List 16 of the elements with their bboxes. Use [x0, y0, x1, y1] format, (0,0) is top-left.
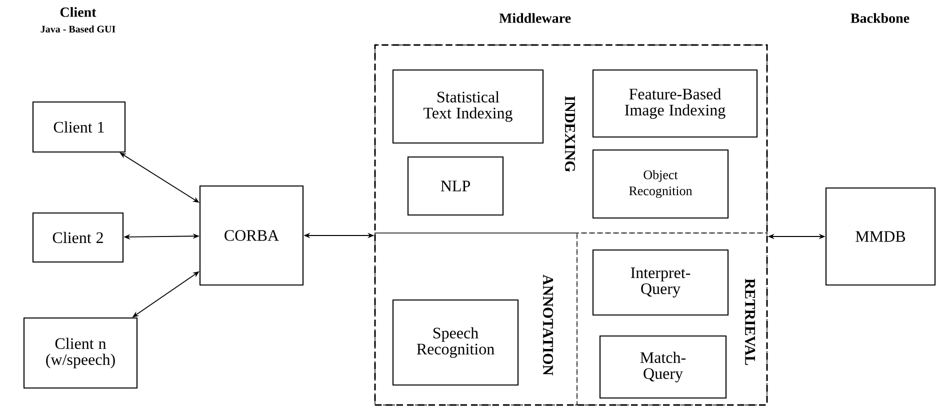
process-box: Client 1: [32, 101, 126, 153]
process-box: Interpret-Query: [592, 249, 729, 316]
process-box: Object Recognition: [592, 149, 729, 219]
process-box: Match-Query: [599, 335, 727, 399]
process-box: Statistical Text Indexing: [392, 69, 544, 144]
column-heading: Client: [60, 7, 96, 17]
column-subheading: Java - Based GUI: [40, 25, 116, 33]
process-box: Speech Recognition: [392, 299, 519, 386]
process-box: NLP: [407, 156, 504, 216]
process-box: Client n (w/speech): [23, 317, 138, 389]
node-label: Middleware: [499, 13, 571, 23]
process-box: CORBA: [199, 185, 304, 286]
process-box: MMDB: [825, 187, 936, 286]
process-box: Client 2: [32, 212, 124, 263]
column-heading: Backbone: [850, 13, 910, 23]
process-box: Feature-Based Image Indexing: [592, 69, 758, 138]
